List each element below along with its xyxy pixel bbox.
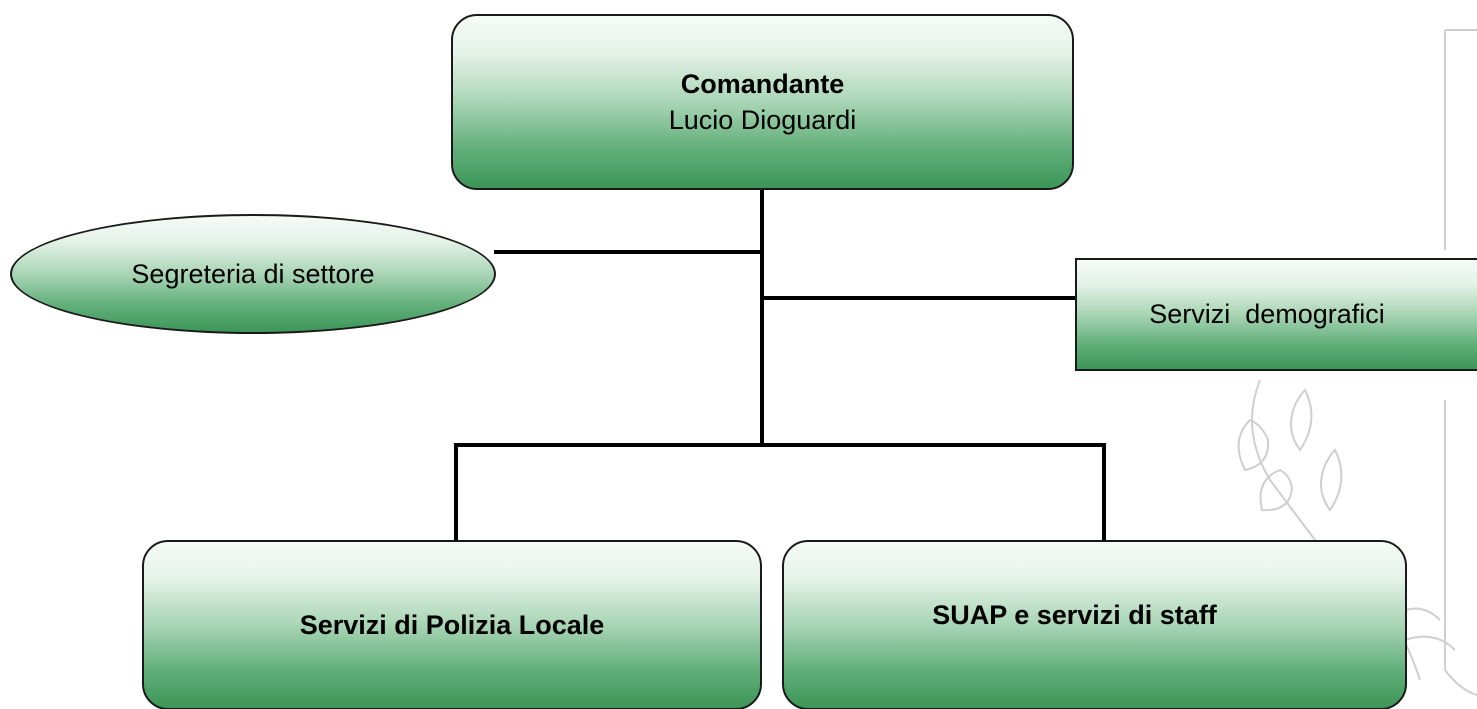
node-servizi-demografici: Servizi demografici bbox=[1075, 258, 1477, 371]
polizia-locale-label: Servizi di Polizia Locale bbox=[299, 609, 605, 640]
segreteria-label: Segreteria di settore bbox=[131, 258, 375, 289]
node-polizia-locale: Servizi di Polizia Locale bbox=[142, 540, 762, 709]
node-segreteria: Segreteria di settore bbox=[10, 214, 496, 334]
comandante-role: Comandante bbox=[680, 69, 845, 99]
node-suap: SUAP e servizi di staff bbox=[782, 540, 1407, 709]
servizi-demografici-label: Servizi demografici bbox=[1149, 299, 1385, 329]
node-comandante: Comandante Lucio Dioguardi bbox=[451, 14, 1074, 190]
comandante-name: Lucio Dioguardi bbox=[668, 105, 857, 135]
suap-label: SUAP e servizi di staff bbox=[932, 599, 1217, 630]
